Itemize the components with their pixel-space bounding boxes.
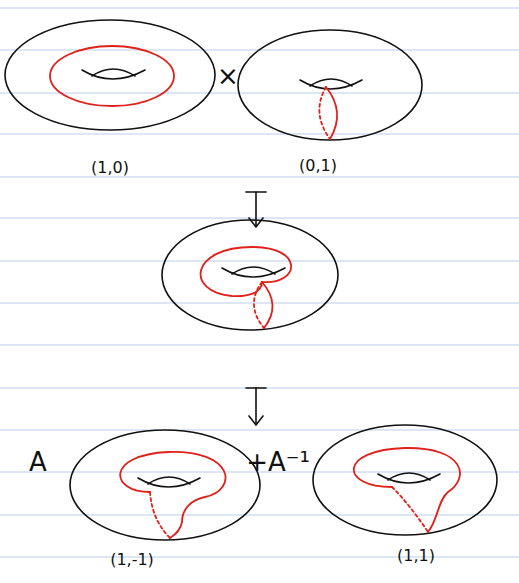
torus-label: (1,0) <box>91 159 129 177</box>
torus <box>5 20 215 130</box>
torus-label: (0,1) <box>299 157 337 175</box>
ruled-lines <box>0 8 519 557</box>
red-curve <box>201 247 292 328</box>
torus <box>162 220 338 330</box>
red-curve <box>354 448 460 532</box>
red-curve <box>50 46 174 106</box>
torus <box>238 30 422 140</box>
maps-to-arrow <box>246 192 266 227</box>
torus-label: (1,-1) <box>110 551 154 569</box>
maps-to-arrow <box>246 388 266 425</box>
torus-label: × <box>217 62 239 91</box>
torus <box>70 430 260 540</box>
torus <box>313 425 497 535</box>
torus-label: +A⁻¹ <box>246 448 310 477</box>
red-curve <box>120 452 225 538</box>
red-curve <box>319 87 337 139</box>
torus-label: (1,1) <box>397 547 435 565</box>
torus-label: A <box>29 448 47 477</box>
